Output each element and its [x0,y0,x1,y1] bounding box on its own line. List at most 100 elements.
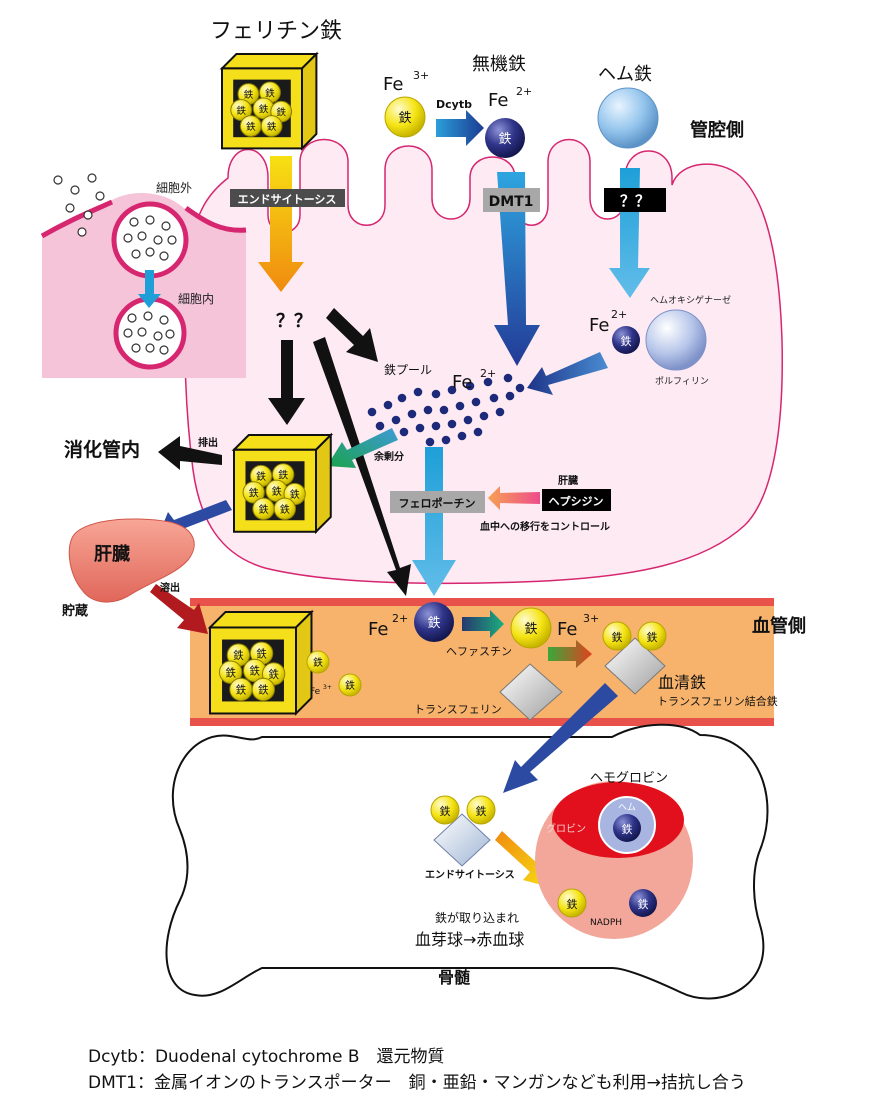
extracellular-particle [83,210,93,220]
dcytb-label: Dcytb [436,98,472,111]
ferritin-iron-char: 鉄 [265,86,275,99]
ferritin-box-lumen: 鉄鉄鉄鉄鉄鉄鉄 [219,51,319,151]
vesicle-particle [167,235,177,245]
arrow-hephaestin [462,610,504,638]
iron-pool-dot [425,437,435,447]
fe2-lumen-fe: Fe [488,90,508,111]
unknown-heme-badge [604,188,666,212]
iron-pool-dot [479,411,489,421]
label-extracellular: 細胞外 [156,181,192,195]
ferritin-iron [230,99,253,121]
arrow-heme-uptake [609,168,650,298]
ferritin-iron-char: 鉄 [267,120,277,133]
heme-label: ヘム [618,802,636,813]
erythro-iron-yellow-char: 鉄 [567,897,578,911]
ferritin-iron-char: 鉄 [256,470,266,483]
vesicle-particle [145,215,155,225]
ferritin-iron-char: 鉄 [236,684,247,697]
ferritin-iron-char: 鉄 [249,486,259,499]
iron-pool-dot [431,421,441,431]
badges: エンドサイトーシス DMT1 ？？ フェロポーチン ヘプシジン [230,188,666,513]
iron-pool-dot [397,393,407,403]
heme-iron [613,814,641,842]
inset-membrane [40,199,114,239]
vesicle-particle [129,217,139,227]
title-ferritin-iron: フェリチン鉄 [210,19,342,44]
iron-fe2-vessel-char: 鉄 [427,616,440,631]
hepcidin-text: ヘプシジン [549,494,604,508]
dmt1-badge-text: DMT1 [489,194,534,210]
transferrin-iron-right-char: 鉄 [647,630,658,644]
ferritin-box-top [207,611,314,629]
ferritin-iron-char: 鉄 [249,665,260,678]
ferritin-box-cell: 鉄鉄鉄鉄鉄鉄鉄 [231,432,334,535]
ferritin-iron [242,481,265,504]
ferritin-iron-char: 鉄 [258,503,268,516]
arrow-heme-to-pool [527,352,608,395]
vesicle-particle [137,327,147,337]
iron-fe2-lumen [485,118,525,158]
vessel-side-label: 血管側 [752,615,806,637]
inset-arrow-head [138,294,161,308]
porphyrin-label: ポルフィリン [655,376,709,387]
iron-pool-dots [367,373,525,447]
extracellular-particle [77,227,87,237]
ferritin-box-top [219,53,319,70]
transferrin-iron-left [602,621,632,651]
iron-pool-dot [439,405,449,415]
gi-tract-label: 消化管内 [64,438,140,461]
ferritin-iron [273,497,296,520]
fe3-lumen-sup: 3+ [413,69,429,82]
ferritin-iron-char: 鉄 [256,648,267,661]
iron-loose-1 [306,650,330,674]
iron-pool-dot [455,401,465,411]
extracellular-particle [70,185,80,195]
transferrin-marrow-iron-left-char: 鉄 [440,804,451,818]
loose-fe3-fe: Fe [310,687,321,697]
iron-pool-dot [375,421,385,431]
ferritin-iron-char: 鉄 [243,88,253,101]
heme-oxygenase-label: ヘムオキシゲナーゼ [650,294,731,306]
ferritin-box-top [231,434,334,451]
ferritin-iron-char: 鉄 [268,668,279,681]
transferrin-loaded [604,637,666,695]
iron-pool-dot [399,427,409,437]
inset-arrow-shaft [145,270,154,296]
control-label: 血中への移行をコントロール [480,520,610,533]
arrow-hepcidin [488,486,540,510]
iron-pool-dot [407,409,417,419]
arrow-excess [327,428,398,468]
bone-marrow-label: 骨髄 [438,968,470,987]
iron-pool-dot [415,423,425,433]
vessel-border-top [190,598,774,606]
transferrin-bound-label: トランスフェリン結合鉄 [657,694,778,708]
dmt1-badge [483,188,540,212]
storage-label: 貯蔵 [62,603,88,619]
transferrin-iron-right [637,621,667,651]
nadph-label: NADPH [590,918,622,928]
iron-loose-2 [338,673,362,697]
iron-pool-dot [465,381,475,391]
vesicle-particle [159,345,169,355]
iron-fe2-lumen-char: 鉄 [498,132,511,147]
marrow-endocytosis-label: エンドサイトーシス [425,869,515,881]
ferritin-box-side [301,51,318,151]
transferrin-marrow-iron-left [430,795,460,825]
arrow-ferritin-endocytosis [258,156,304,292]
fe3-lumen-fe: Fe [383,74,403,95]
vessel-fe3-fe: Fe [557,619,577,640]
iron-pool-dot [367,407,377,417]
vesicle-particle [123,233,133,243]
erythro-iron-yellow [557,888,587,918]
hephaestin-label: ヘファスチン [446,645,512,658]
extracellular-particle [53,175,63,185]
vesicle-particle [143,311,153,321]
iron-loose-2-char: 鉄 [345,679,355,692]
liver-label: 肝臓 [94,544,130,565]
iron-pool-dot [483,377,493,387]
title-lumen-side: 管腔側 [690,119,744,141]
ferritin-iron-char: 鉄 [276,106,286,119]
title-inorganic-iron: 無機鉄 [472,54,526,75]
ferritin-iron-char: 鉄 [280,503,290,516]
